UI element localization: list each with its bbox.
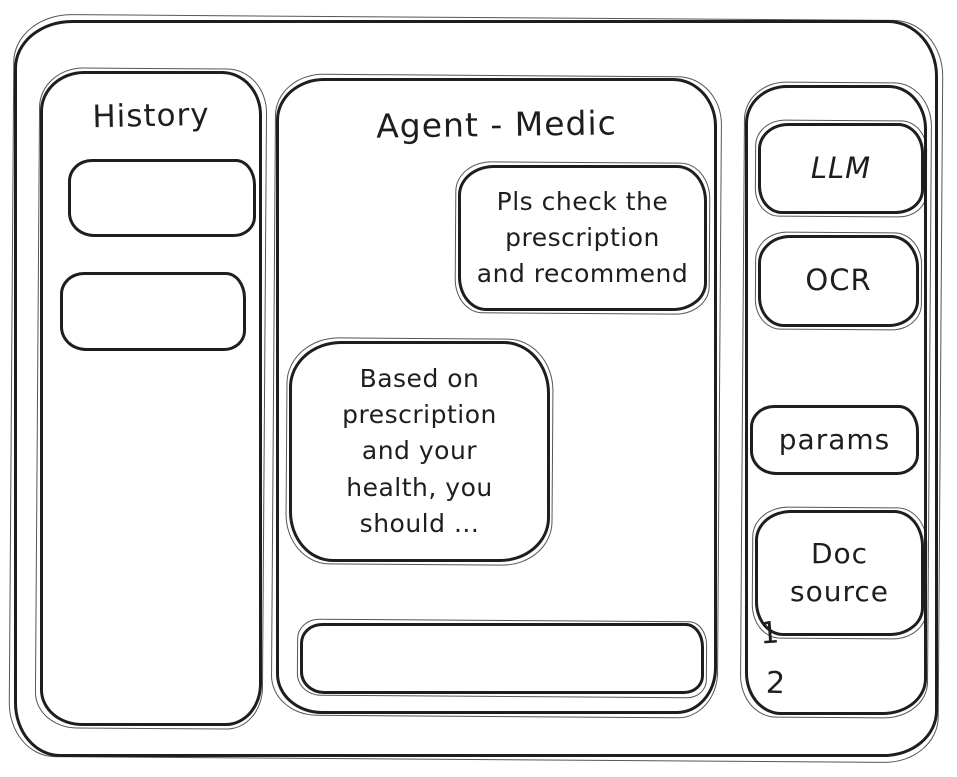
app-frame: History Agent - Medic Pls check the pres… [14,20,938,757]
tools-sidebar: LLM OCR params Doc source 1 2 [745,85,927,715]
doc-source-item-2: 2 [765,665,786,702]
ocr-button-label: OCR [805,263,872,298]
history-item[interactable] [60,272,246,351]
ocr-button[interactable]: OCR [758,235,919,327]
llm-button-label: LLM [810,150,872,185]
assistant-message-text: Based on prescription and your health, y… [342,363,497,538]
params-button-label: params [778,423,891,457]
llm-button[interactable]: LLM [758,123,924,214]
history-item[interactable] [68,159,256,237]
user-message-text: Pls check the prescription and recommend [476,186,689,289]
page-title: Agent - Medic [375,103,618,146]
params-button[interactable]: params [750,405,919,475]
message-input-box [300,623,704,694]
message-input[interactable] [303,626,701,691]
history-sidebar: History [40,71,262,726]
user-message-bubble: Pls check the prescription and recommend [458,165,707,311]
doc-source-item-1: 1 [758,615,781,652]
history-title: History [91,96,211,136]
assistant-message-bubble: Based on prescription and your health, y… [289,341,550,562]
chat-panel: Agent - Medic Pls check the prescription… [276,78,717,714]
doc-source-button[interactable]: Doc source [755,510,924,636]
doc-source-button-label: Doc source [790,537,889,608]
